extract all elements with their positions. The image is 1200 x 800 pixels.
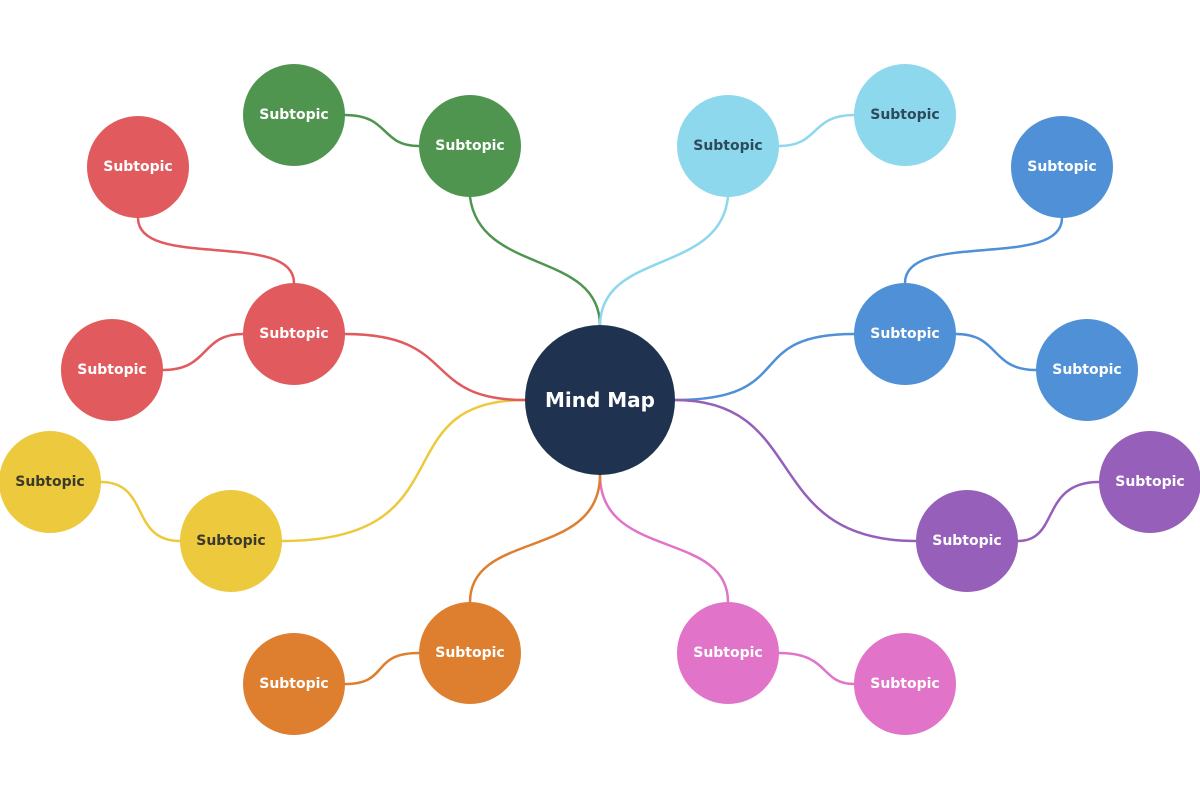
subtopic-label: Subtopic [1115, 474, 1185, 490]
connector-purple-main [673, 398, 918, 543]
subtopic-circle [243, 633, 345, 735]
subtopic-circle [677, 602, 779, 704]
subtopic-circle [419, 95, 521, 197]
node-layer: SubtopicSubtopicSubtopicSubtopicSubtopic… [0, 64, 1200, 735]
subtopic-label: Subtopic [870, 676, 940, 692]
subtopic-label: Subtopic [435, 645, 505, 661]
subtopic-node-blue-main[interactable]: Subtopic [854, 283, 956, 385]
subtopic-circle [243, 64, 345, 166]
subtopic-label: Subtopic [196, 533, 266, 549]
subtopic-circle [854, 633, 956, 735]
subtopic-circle [1036, 319, 1138, 421]
subtopic-label: Subtopic [15, 474, 85, 490]
subtopic-circle [1011, 116, 1113, 218]
subtopic-node-red-main[interactable]: Subtopic [243, 283, 345, 385]
subtopic-node-pink-sub[interactable]: Subtopic [854, 633, 956, 735]
connector-blue-sub-bottom [954, 332, 1038, 372]
subtopic-node-lightblue-sub[interactable]: Subtopic [854, 64, 956, 166]
subtopic-node-purple-sub[interactable]: Subtopic [1099, 431, 1200, 533]
connector-orange-sub [343, 651, 421, 686]
subtopic-node-lightblue-main[interactable]: Subtopic [677, 95, 779, 197]
subtopic-label: Subtopic [693, 645, 763, 661]
subtopic-node-blue-sub-bottom[interactable]: Subtopic [1036, 319, 1138, 421]
subtopic-circle [677, 95, 779, 197]
subtopic-node-pink-main[interactable]: Subtopic [677, 602, 779, 704]
connector-green-sub [343, 113, 421, 148]
subtopic-label: Subtopic [1052, 362, 1122, 378]
subtopic-label: Subtopic [259, 326, 329, 342]
subtopic-node-blue-sub-top[interactable]: Subtopic [1011, 116, 1113, 218]
connector-red-main [343, 332, 527, 402]
subtopic-node-red-sub-bottom[interactable]: Subtopic [61, 319, 163, 421]
subtopic-node-orange-main[interactable]: Subtopic [419, 602, 521, 704]
connector-blue-main [673, 332, 856, 402]
central-topic-node[interactable]: Mind Map [525, 325, 675, 475]
connector-yellow-sub [99, 480, 182, 543]
connector-lightblue-main [598, 195, 730, 328]
connector-lightblue-sub [777, 113, 856, 148]
subtopic-circle [87, 116, 189, 218]
subtopic-label: Subtopic [932, 533, 1002, 549]
subtopic-node-purple-main[interactable]: Subtopic [916, 490, 1018, 592]
subtopic-label: Subtopic [77, 362, 147, 378]
subtopic-circle [0, 431, 101, 533]
connector-red-sub-bottom [161, 332, 245, 372]
subtopic-node-orange-sub[interactable]: Subtopic [243, 633, 345, 735]
subtopic-circle [180, 490, 282, 592]
connector-pink-main [598, 473, 730, 604]
subtopic-circle [419, 602, 521, 704]
subtopic-node-red-sub-top[interactable]: Subtopic [87, 116, 189, 218]
subtopic-circle [1099, 431, 1200, 533]
connector-pink-sub [777, 651, 856, 686]
subtopic-circle [243, 283, 345, 385]
subtopic-circle [61, 319, 163, 421]
connector-green-main [468, 195, 602, 328]
subtopic-node-yellow-sub[interactable]: Subtopic [0, 431, 101, 533]
subtopic-label: Subtopic [259, 107, 329, 123]
connector-orange-main [468, 473, 602, 604]
subtopic-circle [916, 490, 1018, 592]
connector-red-sub-top [136, 216, 296, 285]
central-topic-circle [525, 325, 675, 475]
subtopic-label: Subtopic [870, 326, 940, 342]
subtopic-label: Subtopic [693, 138, 763, 154]
subtopic-label: Subtopic [259, 676, 329, 692]
subtopic-node-green-sub[interactable]: Subtopic [243, 64, 345, 166]
subtopic-label: Subtopic [435, 138, 505, 154]
subtopic-node-yellow-main[interactable]: Subtopic [180, 490, 282, 592]
subtopic-node-green-main[interactable]: Subtopic [419, 95, 521, 197]
subtopic-label: Subtopic [103, 159, 173, 175]
connector-blue-sub-top [903, 216, 1064, 285]
connector-purple-sub [1016, 480, 1101, 543]
central-topic-label: Mind Map [545, 388, 655, 412]
connector-layer [99, 113, 1101, 686]
subtopic-label: Subtopic [870, 107, 940, 123]
connector-yellow-main [280, 398, 527, 543]
subtopic-label: Subtopic [1027, 159, 1097, 175]
subtopic-circle [854, 64, 956, 166]
subtopic-circle [854, 283, 956, 385]
